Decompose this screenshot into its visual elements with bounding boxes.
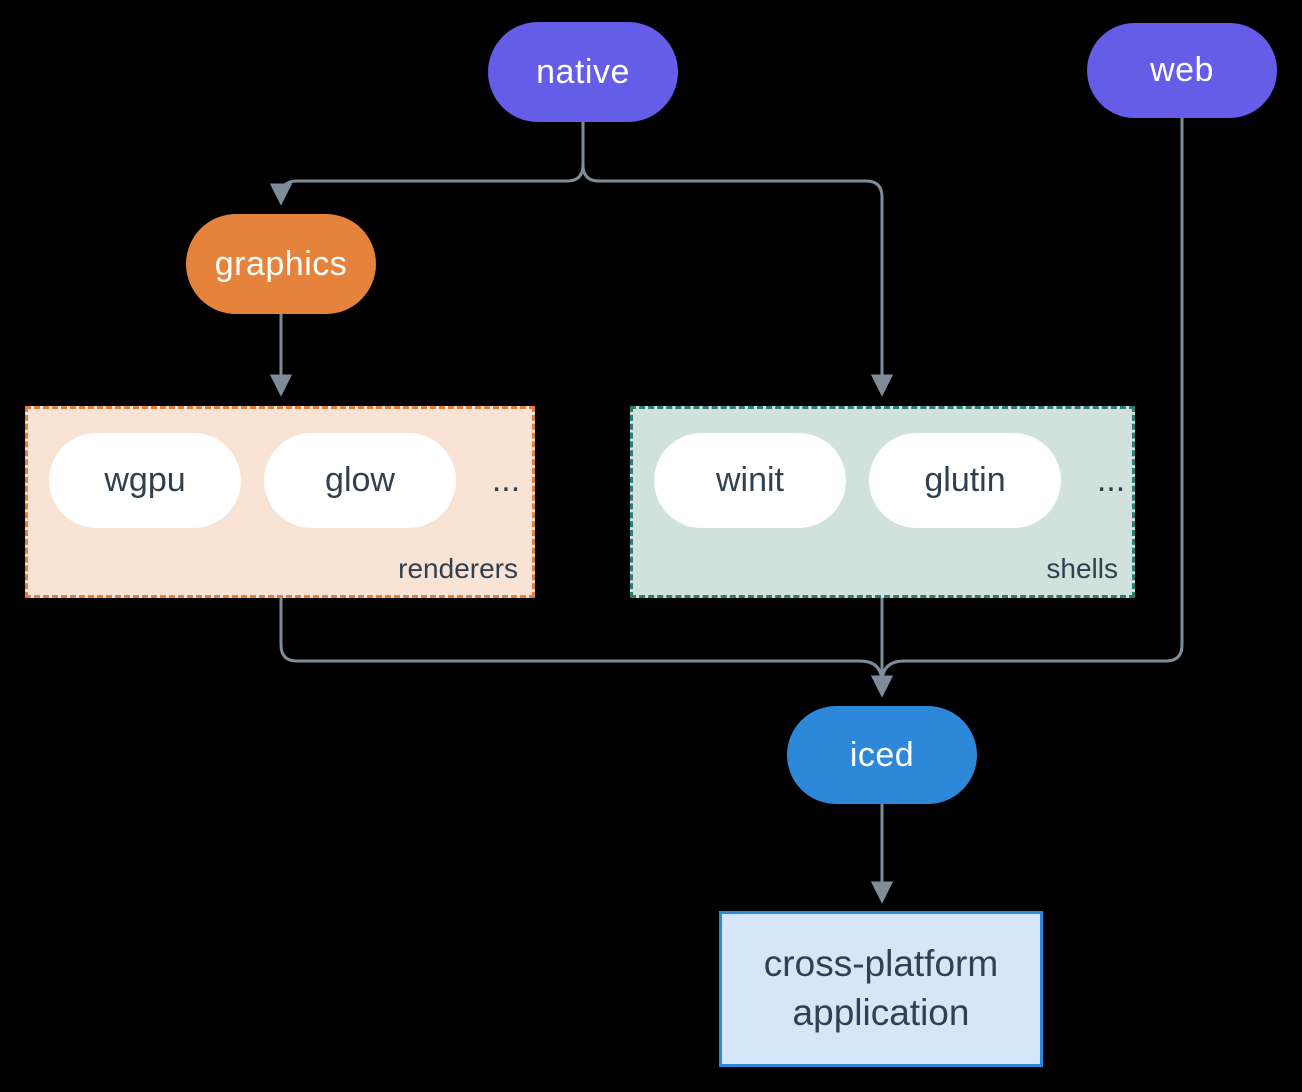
edge-native-shells <box>581 164 894 397</box>
shells-group-label: shells <box>1046 553 1118 584</box>
edge-web-merge <box>880 118 1184 684</box>
node-native-label: native <box>536 52 630 91</box>
node-iced: iced <box>787 706 977 804</box>
node-winit-label: winit <box>715 461 785 499</box>
group-shells: winit glutin ... shells <box>630 406 1135 598</box>
group-renderers: wgpu glow ... renderers <box>25 406 535 598</box>
node-web: web <box>1087 23 1277 118</box>
node-graphics-label: graphics <box>214 244 348 283</box>
node-glutin-label: glutin <box>924 461 1006 499</box>
node-winit: winit <box>654 433 846 528</box>
node-glow: glow <box>264 433 456 528</box>
node-wgpu-label: wgpu <box>104 461 186 499</box>
application-label-line2: application <box>792 992 970 1033</box>
edge-renderers-merge <box>279 598 884 684</box>
edge-native-graphics <box>269 122 585 206</box>
renderers-ellipsis: ... <box>491 461 521 499</box>
renderers-group-label: renderers <box>398 553 518 584</box>
node-glutin: glutin <box>869 433 1061 528</box>
node-cross-platform-application: cross-platform application <box>719 911 1043 1067</box>
node-graphics: graphics <box>186 214 376 314</box>
node-native: native <box>488 22 678 122</box>
node-web-label: web <box>1150 51 1214 89</box>
shells-ellipsis: ... <box>1096 461 1126 499</box>
application-label-line1: cross-platform <box>763 943 999 985</box>
node-glow-label: glow <box>325 461 395 499</box>
node-iced-label: iced <box>849 735 915 774</box>
node-wgpu: wgpu <box>49 433 241 528</box>
